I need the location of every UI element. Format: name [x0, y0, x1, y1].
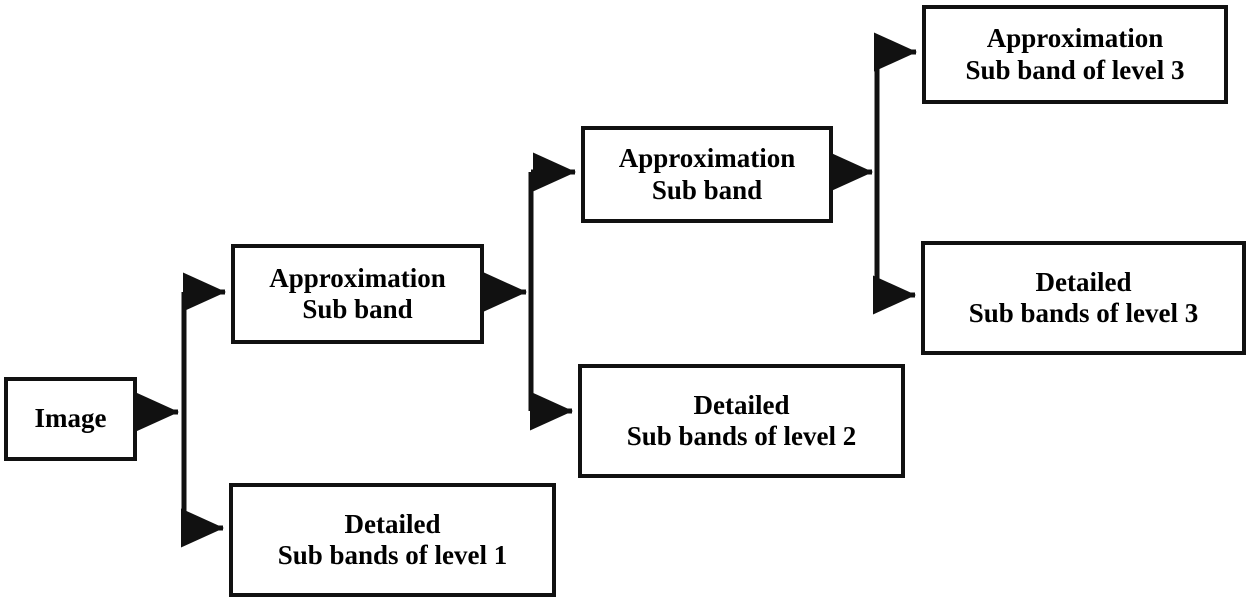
approximation-sub-band-level-2-line-2: Sub band [651, 174, 763, 205]
detailed-sub-bands-level-3-line-1: Detailed [1035, 266, 1132, 297]
approximation-sub-band-level-3-box[interactable]: Approximation Sub band of level 3 [922, 5, 1228, 104]
approximation-sub-band-level-1-line-2: Sub band [302, 294, 413, 324]
detailed-sub-bands-level-3-line-2: Sub bands of level 3 [968, 298, 1199, 328]
approximation-sub-band-level-3-line-2: Sub band of level 3 [965, 54, 1185, 85]
approximation-sub-band-level-1-box[interactable]: Approximation Sub band [231, 244, 484, 344]
approximation-sub-band-level-2-box[interactable]: Approximation Sub band [581, 126, 833, 223]
detailed-sub-bands-level-2-line-1: Detailed [693, 389, 790, 420]
detailed-sub-bands-level-2-box[interactable]: Detailed Sub bands of level 2 [578, 364, 905, 478]
detailed-sub-bands-level-1-box[interactable]: Detailed Sub bands of level 1 [229, 483, 556, 597]
approximation-sub-band-level-1-line-1: Approximation [269, 262, 446, 293]
detailed-sub-bands-level-1-line-2: Sub bands of level 1 [277, 540, 508, 570]
detailed-sub-bands-level-2-line-2: Sub bands of level 2 [626, 421, 857, 451]
detailed-sub-bands-level-3-box[interactable]: Detailed Sub bands of level 3 [921, 241, 1246, 355]
image-box-line-1: Image [34, 403, 107, 434]
approximation-sub-band-level-3-line-1: Approximation [986, 23, 1164, 54]
detailed-sub-bands-level-1-line-1: Detailed [344, 508, 441, 539]
image-box[interactable]: Image [4, 377, 137, 461]
approximation-sub-band-level-2-line-1: Approximation [618, 143, 796, 174]
